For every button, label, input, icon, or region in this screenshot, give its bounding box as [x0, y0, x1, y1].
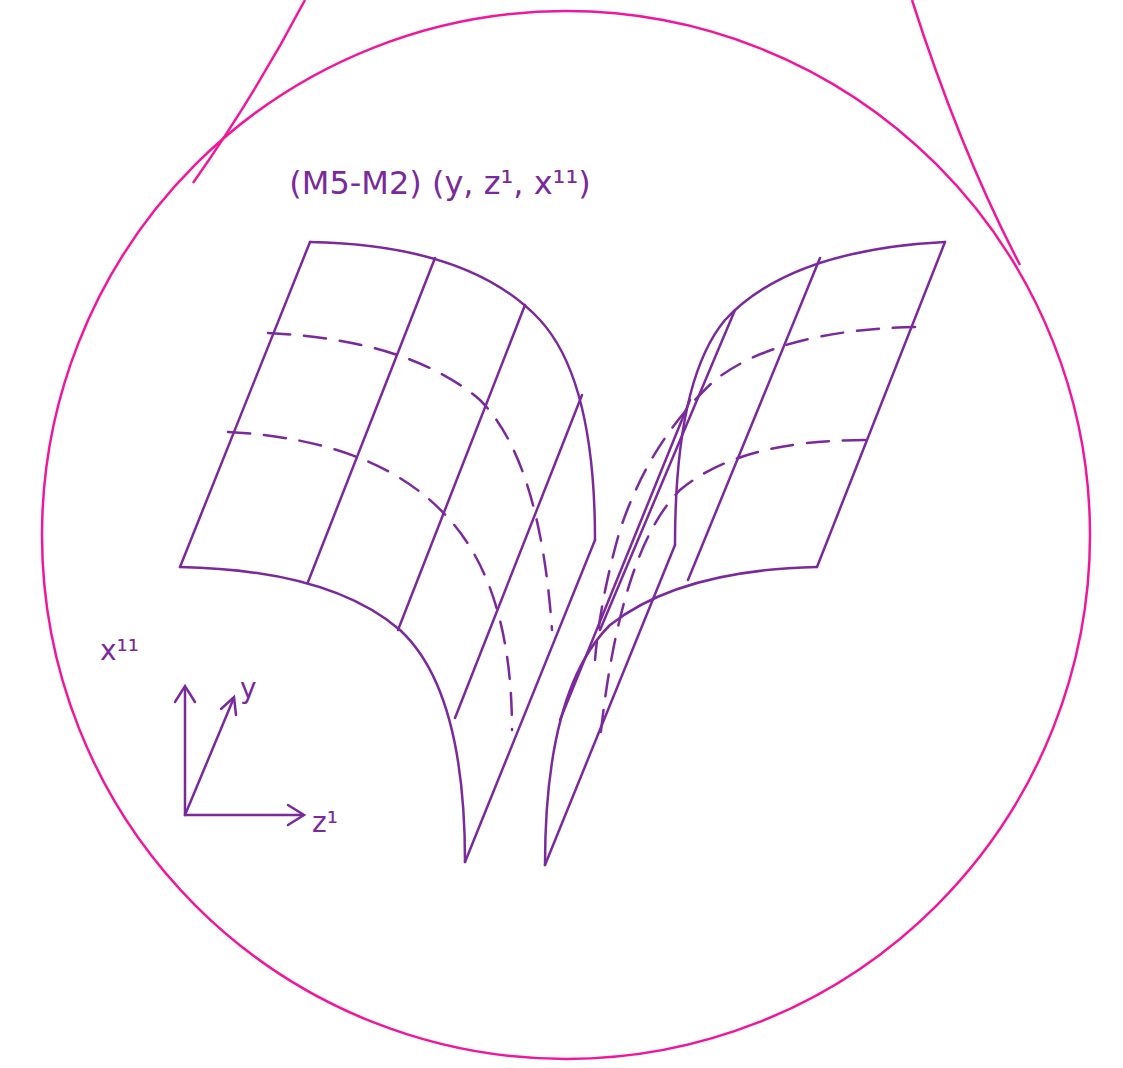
axis-label: y [240, 672, 257, 705]
right-sheet [545, 242, 945, 865]
axes [175, 686, 304, 825]
zoom-circle [42, 0, 1090, 1059]
axis-label: x¹¹ [100, 634, 139, 667]
axis-label: z¹ [312, 806, 338, 839]
left-sheet [180, 242, 595, 862]
diagram-title: (M5-M2) (y, z¹, x¹¹) [289, 164, 590, 202]
